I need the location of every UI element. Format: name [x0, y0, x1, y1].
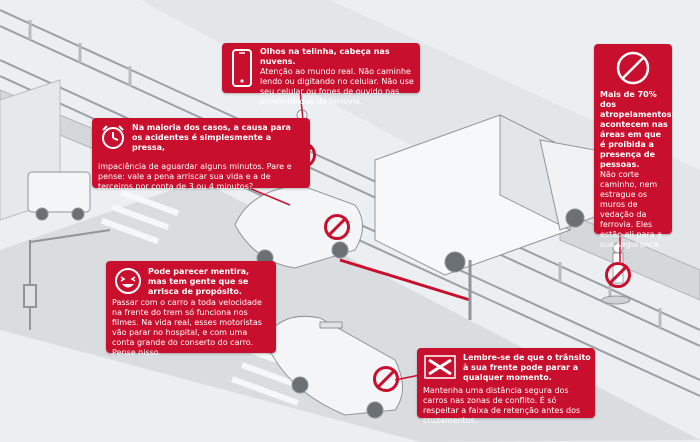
- callout-crossing-body: Mantenha uma distância segura dos carros…: [423, 386, 581, 425]
- callout-phone-title: Olhos na telinha, cabeça nas nuvens.: [260, 47, 390, 66]
- laughing-face-icon: [115, 268, 141, 294]
- callout-crossing-title: Lembre-se de que o trânsito à sua frente…: [463, 353, 591, 382]
- callout-stat: Mais de 70% dos atropelamentos acontecem…: [594, 44, 672, 249]
- smartphone-icon: [232, 49, 252, 87]
- callout-clock: Na maioria dos casos, a causa para os ac…: [92, 118, 310, 191]
- callout-face: Pode parecer mentira, mas tem gente que …: [106, 261, 276, 357]
- callout-clock-title: Na maioria dos casos, a causa para os ac…: [132, 123, 291, 152]
- prohibited-icon: [616, 51, 650, 85]
- callout-phone: Olhos na telinha, cabeça nas nuvens. Ate…: [222, 43, 420, 106]
- callout-stat-title: Mais de 70% dos atropelamentos acontecem…: [600, 90, 672, 169]
- prohibited-icon: [373, 366, 399, 392]
- prohibited-icon: [605, 262, 631, 288]
- alarm-clock-icon: [102, 125, 124, 149]
- callout-phone-body: Atenção ao mundo real. Não caminhe lendo…: [260, 67, 414, 106]
- callout-face-body: Passar com o carro a toda velocidade na …: [112, 298, 262, 357]
- callout-crossing: Lembre-se de que o trânsito à sua frente…: [417, 348, 595, 425]
- callout-face-title: Pode parecer mentira, mas tem gente que …: [148, 267, 250, 296]
- callout-stat-body: Não corte caminho, nem estrague os muros…: [600, 170, 663, 249]
- prohibited-icon: [324, 214, 350, 240]
- callout-clock-body: impaciência de aguardar alguns minutos. …: [98, 162, 292, 191]
- railroad-crossing-icon: [424, 355, 456, 379]
